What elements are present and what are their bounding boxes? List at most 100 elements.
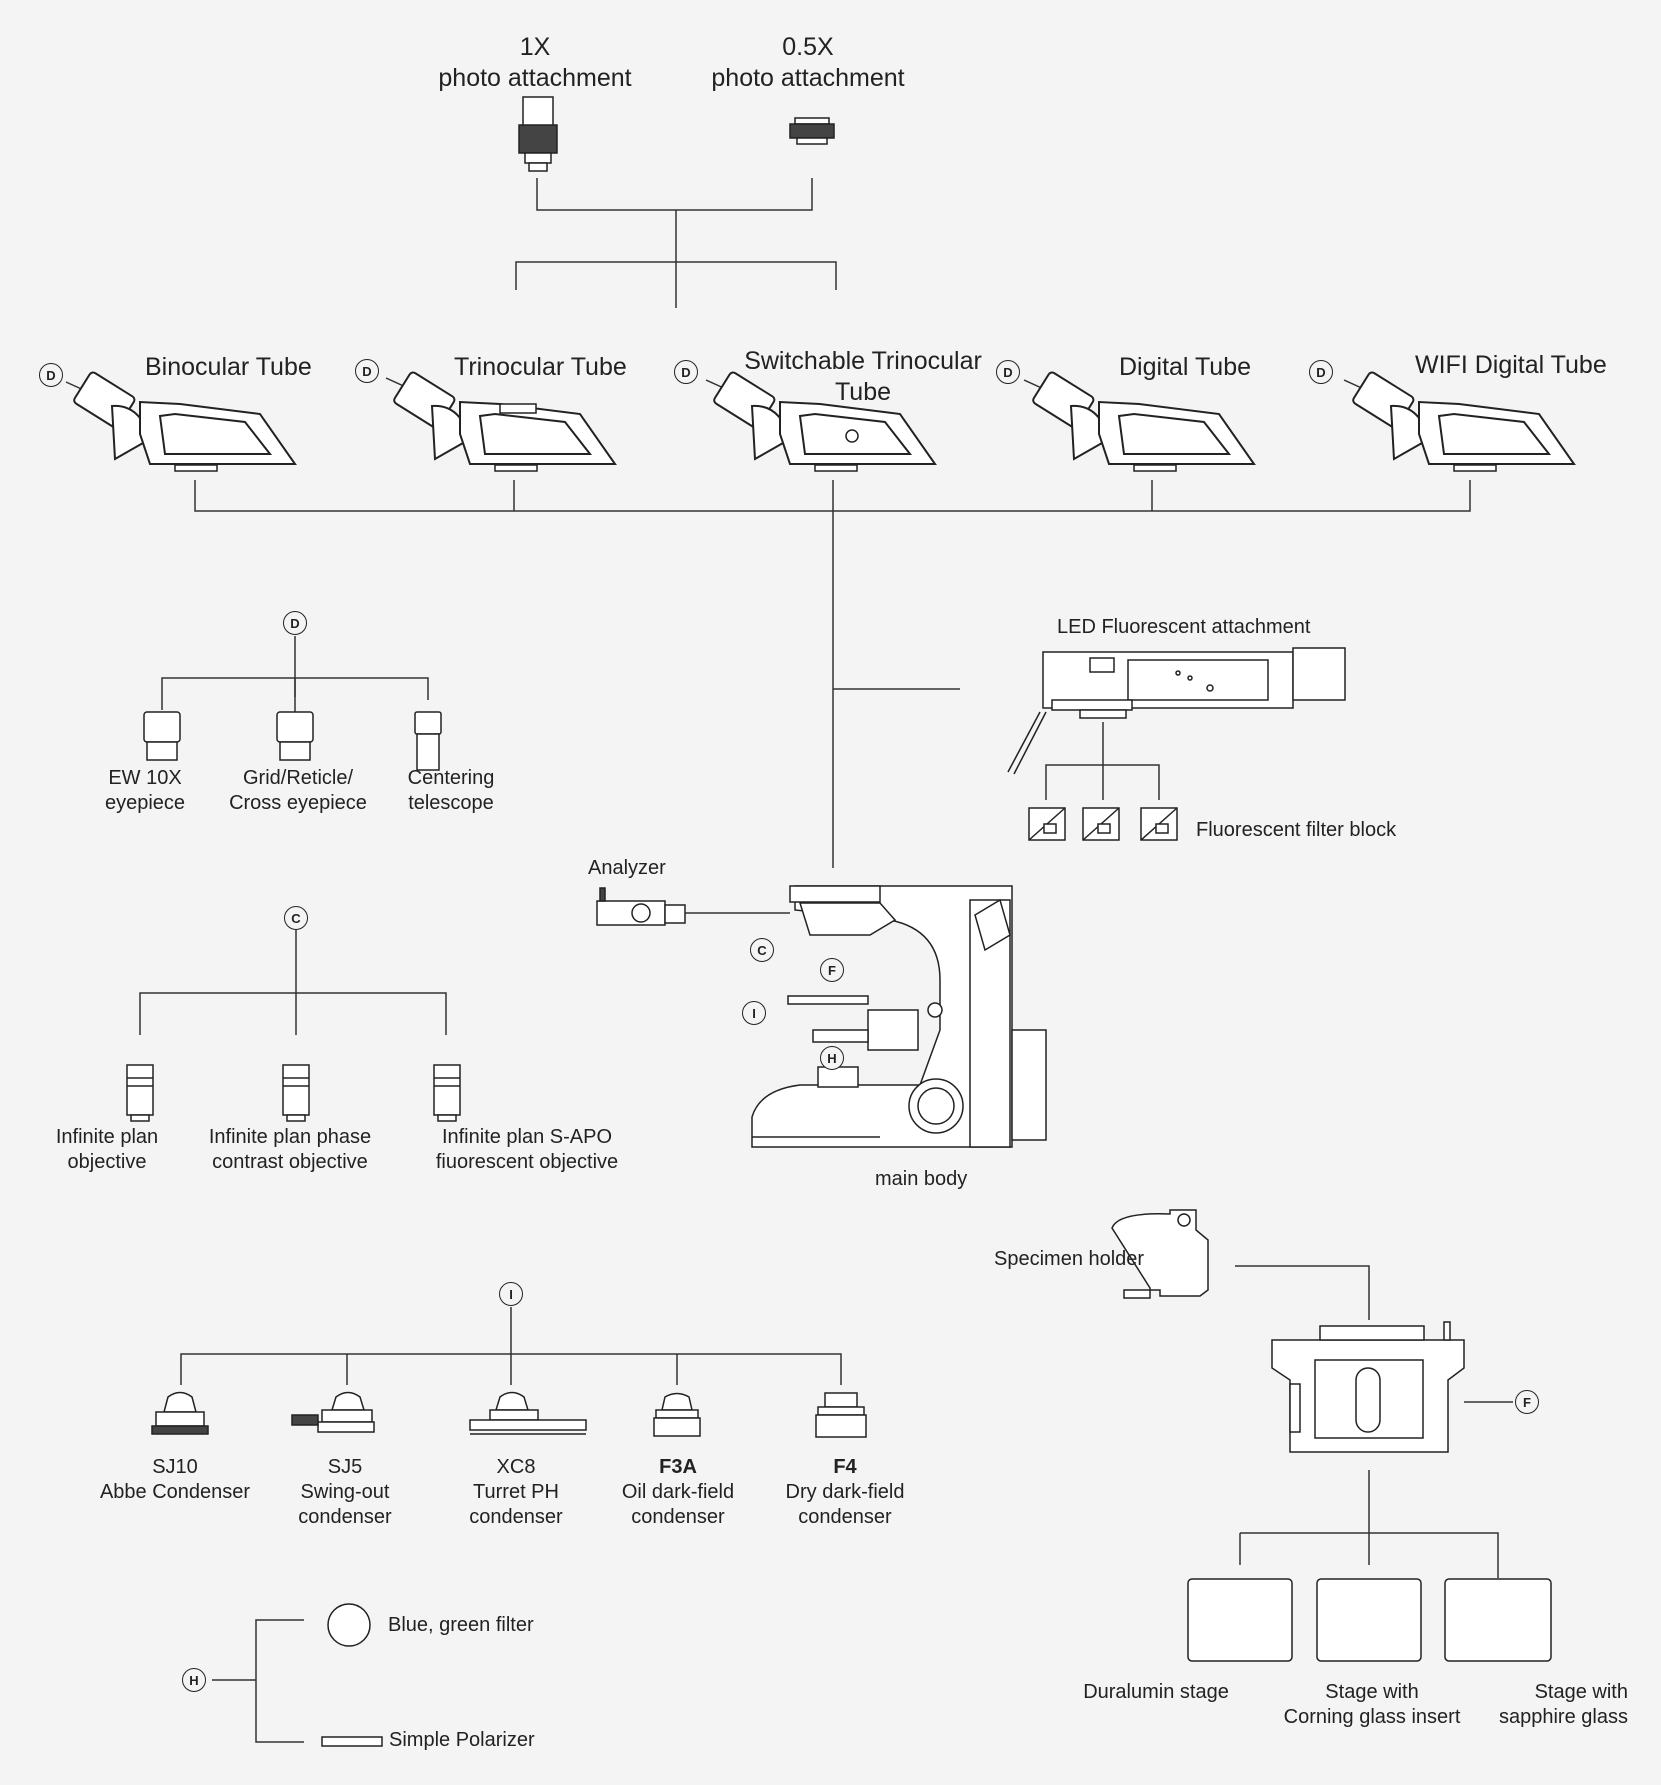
analyzer-icon bbox=[596, 887, 686, 926]
phase-line1: Infinite plan phase bbox=[208, 1126, 372, 1148]
xc8-condenser-label: XC8 Turret PH condenser bbox=[469, 1455, 562, 1530]
sapphire-stage-icon bbox=[1444, 1578, 1552, 1662]
fluorescent-filter-block-label: Fluorescent filter block bbox=[1196, 819, 1397, 841]
plan-line2: objective bbox=[67, 1151, 147, 1173]
badge-d-eyepieces: D bbox=[283, 611, 307, 635]
digital-tube-icon bbox=[1030, 370, 1255, 472]
centering-telescope-icon bbox=[414, 711, 442, 771]
simple-polarizer-icon bbox=[321, 1736, 383, 1747]
f4-condenser-label: F4 Dry dark-field condenser bbox=[786, 1455, 905, 1530]
badge-d-trinocular: D bbox=[355, 359, 379, 383]
photo-05x-line2: photo attachment bbox=[711, 64, 905, 93]
blue-green-filter-label: Blue, green filter bbox=[388, 1614, 534, 1636]
centering-line2: telescope bbox=[408, 792, 494, 814]
wifi-digital-tube-icon bbox=[1350, 370, 1575, 472]
switchable-line2: Tube bbox=[834, 378, 892, 407]
sapphire-stage-label: Stage with sapphire glass bbox=[1499, 1680, 1628, 1730]
analyzer-label: Analyzer bbox=[588, 857, 666, 879]
condenser-connector-lines bbox=[180, 1307, 842, 1385]
centering-telescope-label: Centering telescope bbox=[408, 766, 495, 816]
f3a-line2: Oil dark-field bbox=[621, 1481, 735, 1503]
plan-objective-icon bbox=[126, 1064, 154, 1122]
trinocular-tube-icon bbox=[391, 370, 616, 472]
grid-line1: Grid/Reticle/ bbox=[242, 767, 354, 789]
sj5-line2: Swing-out bbox=[300, 1481, 390, 1503]
badge-h-filters: H bbox=[182, 1668, 206, 1692]
photo-attachment-0.5x-label: 0.5X photo attachment bbox=[711, 32, 904, 95]
sj5-condenser-icon bbox=[291, 1391, 375, 1433]
filter-block-connector-lines bbox=[1045, 722, 1160, 800]
sj10-condenser-icon bbox=[151, 1391, 209, 1435]
photo-1x-line2: photo attachment bbox=[438, 64, 632, 93]
wifi-digital-tube-label: WIFI Digital Tube bbox=[1415, 351, 1607, 379]
badge-c-objectives: C bbox=[284, 906, 308, 930]
badge-d-wifi: D bbox=[1309, 360, 1333, 384]
corning-line1: Stage with bbox=[1325, 1681, 1419, 1703]
photo-attachment-1x-icon bbox=[518, 96, 558, 172]
badge-h-body: H bbox=[820, 1046, 844, 1070]
photo-05x-line1: 0.5X bbox=[782, 33, 834, 61]
corning-stage-label: Stage with Corning glass insert bbox=[1284, 1680, 1461, 1730]
plan-line1: Infinite plan bbox=[55, 1126, 159, 1148]
led-fluorescent-attachment-label: LED Fluorescent attachment bbox=[1057, 616, 1311, 638]
phase-objective-label: Infinite plan phase contrast objective bbox=[209, 1125, 371, 1175]
switchable-line1: Switchable Trinocular bbox=[744, 347, 982, 375]
photo-1x-line1: 1X bbox=[519, 33, 551, 61]
f3a-condenser-icon bbox=[653, 1392, 701, 1437]
ew10x-line1: EW 10X bbox=[108, 767, 182, 789]
f4-line3: condenser bbox=[798, 1506, 892, 1528]
badge-d-switchable: D bbox=[674, 360, 698, 384]
tube-connector-lines bbox=[194, 480, 1471, 868]
xc8-line2: Turret PH bbox=[473, 1481, 559, 1503]
objective-connector-lines bbox=[139, 930, 447, 1035]
stage-connector-lines bbox=[1239, 1470, 1499, 1578]
badge-c-body: C bbox=[750, 938, 774, 962]
centering-line1: Centering bbox=[407, 767, 495, 789]
f3a-line3: condenser bbox=[631, 1506, 725, 1528]
badge-d-digital: D bbox=[996, 360, 1020, 384]
mechanical-stage-icon bbox=[1271, 1321, 1465, 1453]
corning-stage-icon bbox=[1316, 1578, 1422, 1662]
duralumin-stage-icon bbox=[1187, 1578, 1293, 1662]
photo-attachment-1x-label: 1X photo attachment bbox=[438, 32, 631, 95]
ew10x-line2: eyepiece bbox=[104, 792, 186, 814]
f4-line2: Dry dark-field bbox=[785, 1481, 905, 1503]
sj5-condenser-label: SJ5 Swing-out condenser bbox=[298, 1455, 391, 1530]
digital-tube-label: Digital Tube bbox=[1119, 353, 1252, 381]
sapphire-line1: Stage with bbox=[1534, 1681, 1628, 1703]
corning-line2: Corning glass insert bbox=[1283, 1706, 1461, 1728]
eyepiece-connector-lines bbox=[161, 636, 429, 712]
fluorescent-filter-block-icon bbox=[1028, 807, 1178, 841]
grid-line2: Cross eyepiece bbox=[229, 792, 367, 814]
badge-f-body: F bbox=[820, 958, 844, 982]
f3a-condenser-label: F3A Oil dark-field condenser bbox=[622, 1455, 734, 1530]
f3a-line1: F3A bbox=[659, 1456, 697, 1478]
ew10x-eyepiece-label: EW 10X eyepiece bbox=[105, 766, 185, 816]
f4-line1: F4 bbox=[833, 1456, 857, 1478]
filter-connector-lines bbox=[212, 1619, 304, 1743]
trinocular-tube-label: Trinocular Tube bbox=[454, 353, 627, 381]
duralumin-stage-label: Duralumin stage bbox=[1083, 1681, 1229, 1703]
sapphire-line2: sapphire glass bbox=[1499, 1706, 1628, 1728]
blue-green-filter-icon bbox=[327, 1603, 371, 1647]
xc8-condenser-icon bbox=[469, 1391, 587, 1435]
main-body-label: main body bbox=[875, 1168, 968, 1190]
sj10-condenser-label: SJ10 Abbe Condenser bbox=[100, 1455, 250, 1505]
phase-line2: contrast objective bbox=[212, 1151, 368, 1173]
f4-condenser-icon bbox=[815, 1392, 867, 1438]
binocular-tube-label: Binocular Tube bbox=[145, 353, 312, 381]
sapo-objective-label: Infinite plan S-APO fiuorescent objectiv… bbox=[436, 1125, 618, 1175]
led-fluorescent-attachment-icon bbox=[1007, 647, 1346, 775]
sapo-line2: fiuorescent objective bbox=[435, 1151, 619, 1173]
grid-eyepiece-label: Grid/Reticle/ Cross eyepiece bbox=[229, 766, 367, 816]
xc8-line1: XC8 bbox=[496, 1456, 536, 1478]
specimen-holder-icon bbox=[1111, 1209, 1209, 1299]
badge-i-condensers: I bbox=[499, 1282, 523, 1306]
specimen-holder-label: Specimen holder bbox=[994, 1248, 1145, 1270]
badge-f-stage: F bbox=[1515, 1390, 1539, 1414]
microscope-main-body-icon bbox=[751, 885, 1047, 1148]
photo-connector-lines bbox=[515, 178, 837, 308]
ew10x-eyepiece-icon bbox=[143, 711, 181, 761]
sj5-line1: SJ5 bbox=[327, 1456, 363, 1478]
